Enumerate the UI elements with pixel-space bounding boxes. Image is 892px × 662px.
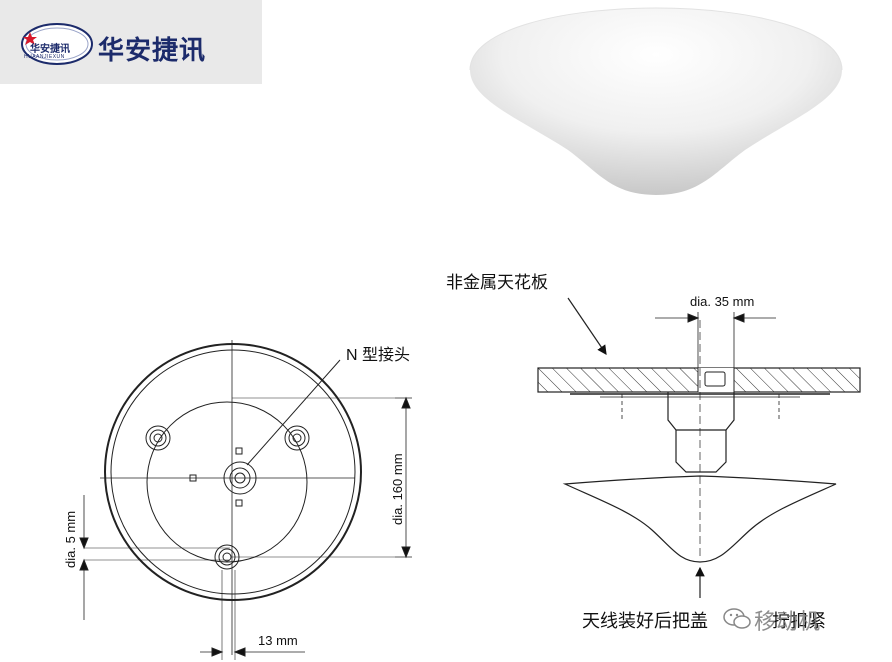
dim-160 [232, 396, 412, 559]
dim-35 [655, 312, 776, 368]
mount-hole-top-left [145, 425, 171, 451]
dia-35-label: dia. 35 mm [690, 294, 754, 309]
mount-hole-top-right [284, 425, 310, 451]
dome-cover-side [562, 475, 837, 563]
ceiling-label: 非金属天花板 [446, 273, 548, 292]
dim-5 [79, 495, 230, 620]
wechat-watermark-icon [723, 608, 751, 629]
antenna-photo [469, 7, 843, 195]
instruction-text-tail: 拧扣紧 [772, 611, 826, 631]
outer-rim-outer [104, 343, 362, 601]
logo-badge-icon [21, 23, 93, 65]
outer-rim-inner [110, 349, 356, 595]
logo-sub-text: HUAANJIEXUN [24, 54, 65, 60]
instruction-text: 天线装好后把盖 [582, 611, 708, 631]
dim-13-label: 13 mm [258, 633, 298, 648]
side-view-drawing [537, 297, 861, 598]
dia-160-label: dia. 160 mm [390, 453, 405, 525]
base-plate-circle [146, 401, 308, 563]
company-logo: 华安捷讯 HUAANJIEXUN 华安捷讯 [0, 0, 262, 84]
watermark-text: 移动机 [754, 609, 821, 634]
logo-star-icon [23, 32, 37, 45]
n-connector-top-view [189, 447, 257, 507]
dia-5-label: dia. 5 mm [63, 511, 78, 568]
logo-company-name: 华安捷讯 [98, 36, 207, 66]
dim-13 [200, 570, 305, 660]
logo-small-text: 华安捷讯 [30, 44, 70, 55]
n-connector-label: N 型接头 [346, 346, 410, 364]
top-view-drawing [79, 340, 412, 660]
